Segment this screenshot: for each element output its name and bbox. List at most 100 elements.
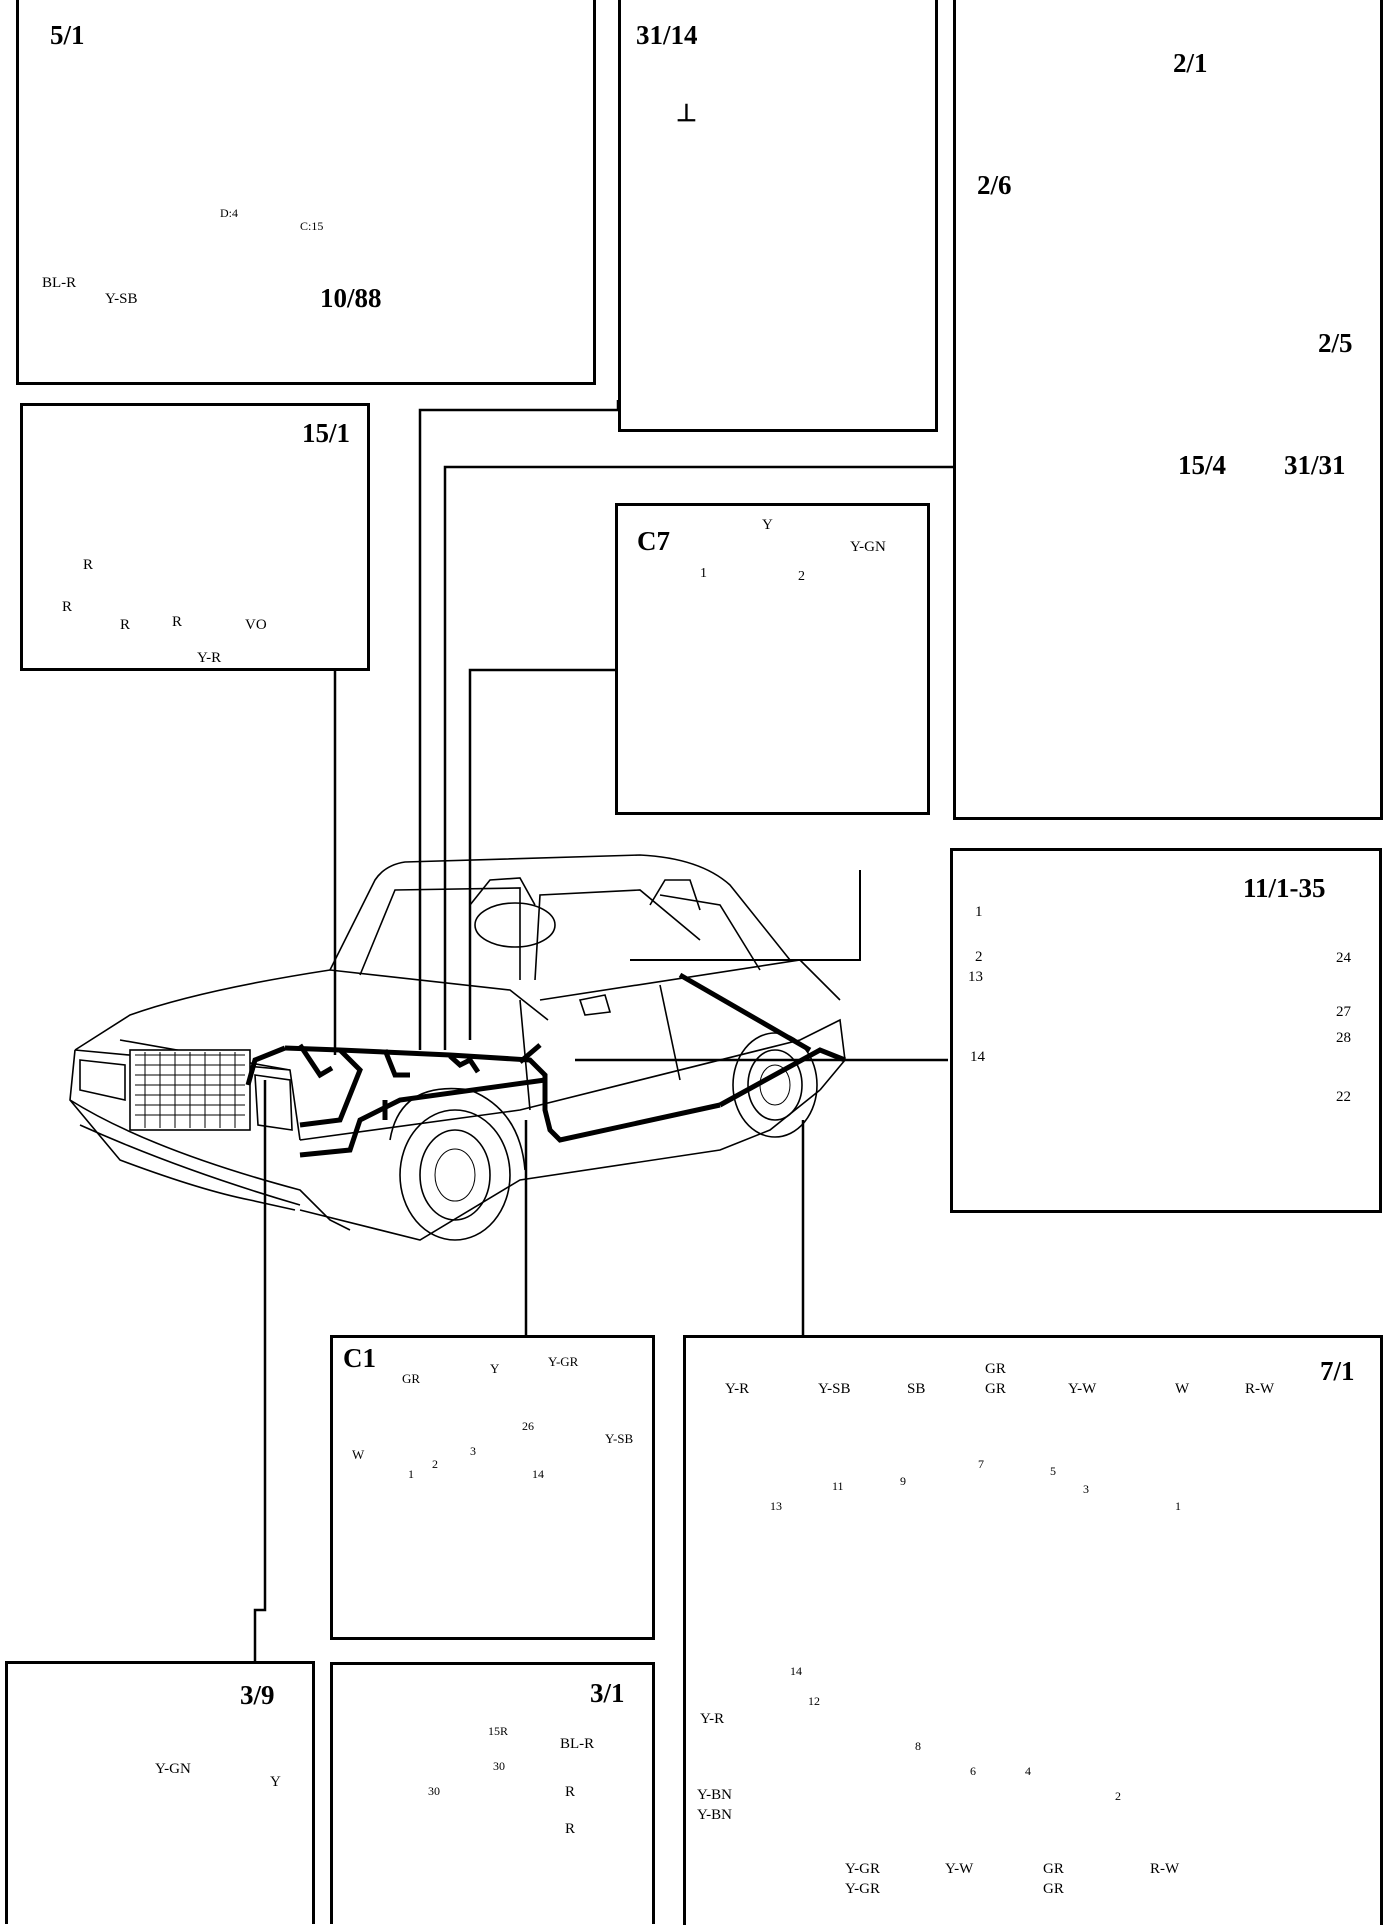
ecu-wire-bottom-r-w: R-W (1150, 1861, 1180, 1877)
panel-c7 (615, 503, 930, 815)
c1-pin-2: 2 (432, 1457, 438, 1471)
ecu-pin-8: 8 (915, 1739, 921, 1753)
leader-31-13 (630, 870, 861, 961)
switch-wire-r-2: R (565, 1821, 576, 1837)
label-15-4: 15/4 (1178, 450, 1227, 480)
ecu-wire-top-y-r: Y-R (725, 1381, 750, 1397)
sensor-wire-y-gn: Y-GN (155, 1761, 191, 1777)
pin-2: 2 (798, 569, 805, 584)
ecu-wire-bottom-gr-1: GR (1043, 1861, 1064, 1877)
ecu-pin-11: 11 (832, 1479, 844, 1493)
panel-11-title: 11/1-35 (1243, 873, 1326, 903)
sensor-wire-y: Y (270, 1774, 281, 1790)
ecu-wire-left-y-r: Y-R (700, 1711, 725, 1727)
switch-pin-30-a: 30 (493, 1759, 505, 1773)
panel-3-9-title: 3/9 (240, 1680, 275, 1710)
panel-c7-title: C7 (637, 526, 670, 556)
fuse-label-27: 27 (1336, 1004, 1351, 1020)
wire-r-2: R (62, 599, 73, 615)
ecu-pin-12: 12 (808, 1694, 820, 1708)
c1-pin-1: 1 (408, 1467, 414, 1481)
panel-c1 (330, 1335, 655, 1640)
panel-11 (950, 848, 1382, 1213)
ecu-wire-bottom-gr-2: GR (1043, 1881, 1064, 1897)
leader-5-1 (418, 400, 620, 1050)
panel-31-14-title: 31/14 (636, 20, 698, 50)
wire-r-3: R (120, 617, 131, 633)
label-2-6: 2/6 (977, 170, 1012, 200)
component-10-88: 10/88 (320, 283, 382, 313)
fuse-label-28: 28 (1336, 1030, 1351, 1046)
ecu-wire-left-y-bn-1: Y-BN (697, 1787, 733, 1803)
ecu-wire-bottom-y-w: Y-W (945, 1861, 974, 1877)
fuse-label-24: 24 (1336, 950, 1351, 966)
c1-wire-w: W (352, 1447, 365, 1462)
ecu-wire-left-y-bn-2: Y-BN (697, 1807, 733, 1823)
ecu-wire-top-gr-1: GR (985, 1361, 1006, 1377)
c1-wire-y-sb: Y-SB (605, 1431, 634, 1446)
label-2-5: 2/5 (1318, 328, 1353, 358)
panel-2 (953, 0, 1383, 820)
ecu-wire-top-w: W (1175, 1381, 1190, 1397)
panel-15-1-title: 15/1 (302, 418, 351, 448)
leader-c7 (468, 668, 615, 1040)
ecu-pin-7: 7 (978, 1457, 984, 1471)
ecu-pin-9: 9 (900, 1474, 906, 1488)
ecu-pin-14: 14 (790, 1664, 802, 1678)
ecu-wire-bottom-y-gr-1: Y-GR (845, 1861, 881, 1877)
leader-3-9 (253, 1080, 267, 1661)
fuse-label-22: 22 (1336, 1089, 1351, 1105)
ecu-wire-top-y-w: Y-W (1068, 1381, 1097, 1397)
panel-5-1 (16, 0, 596, 385)
ground-symbol-icon: ⊥ (676, 101, 697, 127)
c1-pin-14: 14 (532, 1467, 544, 1481)
ecu-pin-13: 13 (770, 1499, 782, 1513)
c1-wire-y: Y (490, 1361, 500, 1376)
fuse-label-1: 1 (975, 904, 983, 920)
ecu-pin-5: 5 (1050, 1464, 1056, 1478)
panel-31-14 (618, 0, 938, 432)
fuse-label-14: 14 (970, 1049, 985, 1065)
wire-label-bl-r: BL-R (42, 275, 77, 291)
panel-c1-title: C1 (343, 1343, 376, 1373)
ecu-pin-1: 1 (1175, 1499, 1181, 1513)
ecu-pin-3: 3 (1083, 1482, 1089, 1496)
c1-pin-26: 26 (522, 1419, 534, 1433)
c1-pin-3: 3 (470, 1444, 476, 1458)
panel-3-1-title: 3/1 (590, 1678, 625, 1708)
wire-y-r: Y-R (197, 650, 222, 666)
wire-vo: VO (245, 617, 267, 633)
leader-2-x (443, 465, 955, 1050)
pin-label-d4: D:4 (220, 206, 238, 220)
pin-1: 1 (700, 566, 707, 581)
ecu-wire-top-gr-2: GR (985, 1381, 1006, 1397)
panel-3-9 (5, 1661, 315, 1924)
ecu-pin-6: 6 (970, 1764, 976, 1778)
ecu-wire-bottom-y-gr-2: Y-GR (845, 1881, 881, 1897)
switch-pin-30-b: 30 (428, 1784, 440, 1798)
fuse-label-13: 13 (968, 969, 983, 985)
panel-15-1 (20, 403, 370, 671)
pin-label-c15: C:15 (300, 219, 324, 233)
wire-y-gn: Y-GN (850, 539, 886, 555)
wire-label-y-sb: Y-SB (105, 291, 138, 307)
switch-wire-r-1: R (565, 1784, 576, 1800)
switch-wire-bl-r: BL-R (560, 1736, 595, 1752)
panel-7-1 (683, 1335, 1383, 1925)
fuse-label-2: 2 (975, 949, 983, 965)
wire-r-4: R (172, 614, 183, 630)
c1-wire-gr: GR (402, 1371, 421, 1386)
car-harness (245, 972, 846, 1158)
label-31-31: 31/31 (1284, 450, 1346, 480)
ecu-pin-4: 4 (1025, 1764, 1031, 1778)
label-2-1: 2/1 (1173, 48, 1208, 78)
panel-7-1-title: 7/1 (1320, 1356, 1355, 1386)
panel-5-1-title: 5/1 (50, 20, 85, 50)
wire-r-1: R (83, 557, 94, 573)
switch-pin-15r: 15R (488, 1724, 509, 1738)
ecu-wire-top-y-sb: Y-SB (818, 1381, 851, 1397)
ecu-wire-top-r-w: R-W (1245, 1381, 1275, 1397)
c1-wire-y-gr: Y-GR (548, 1354, 579, 1369)
ecu-pin-2: 2 (1115, 1789, 1121, 1803)
